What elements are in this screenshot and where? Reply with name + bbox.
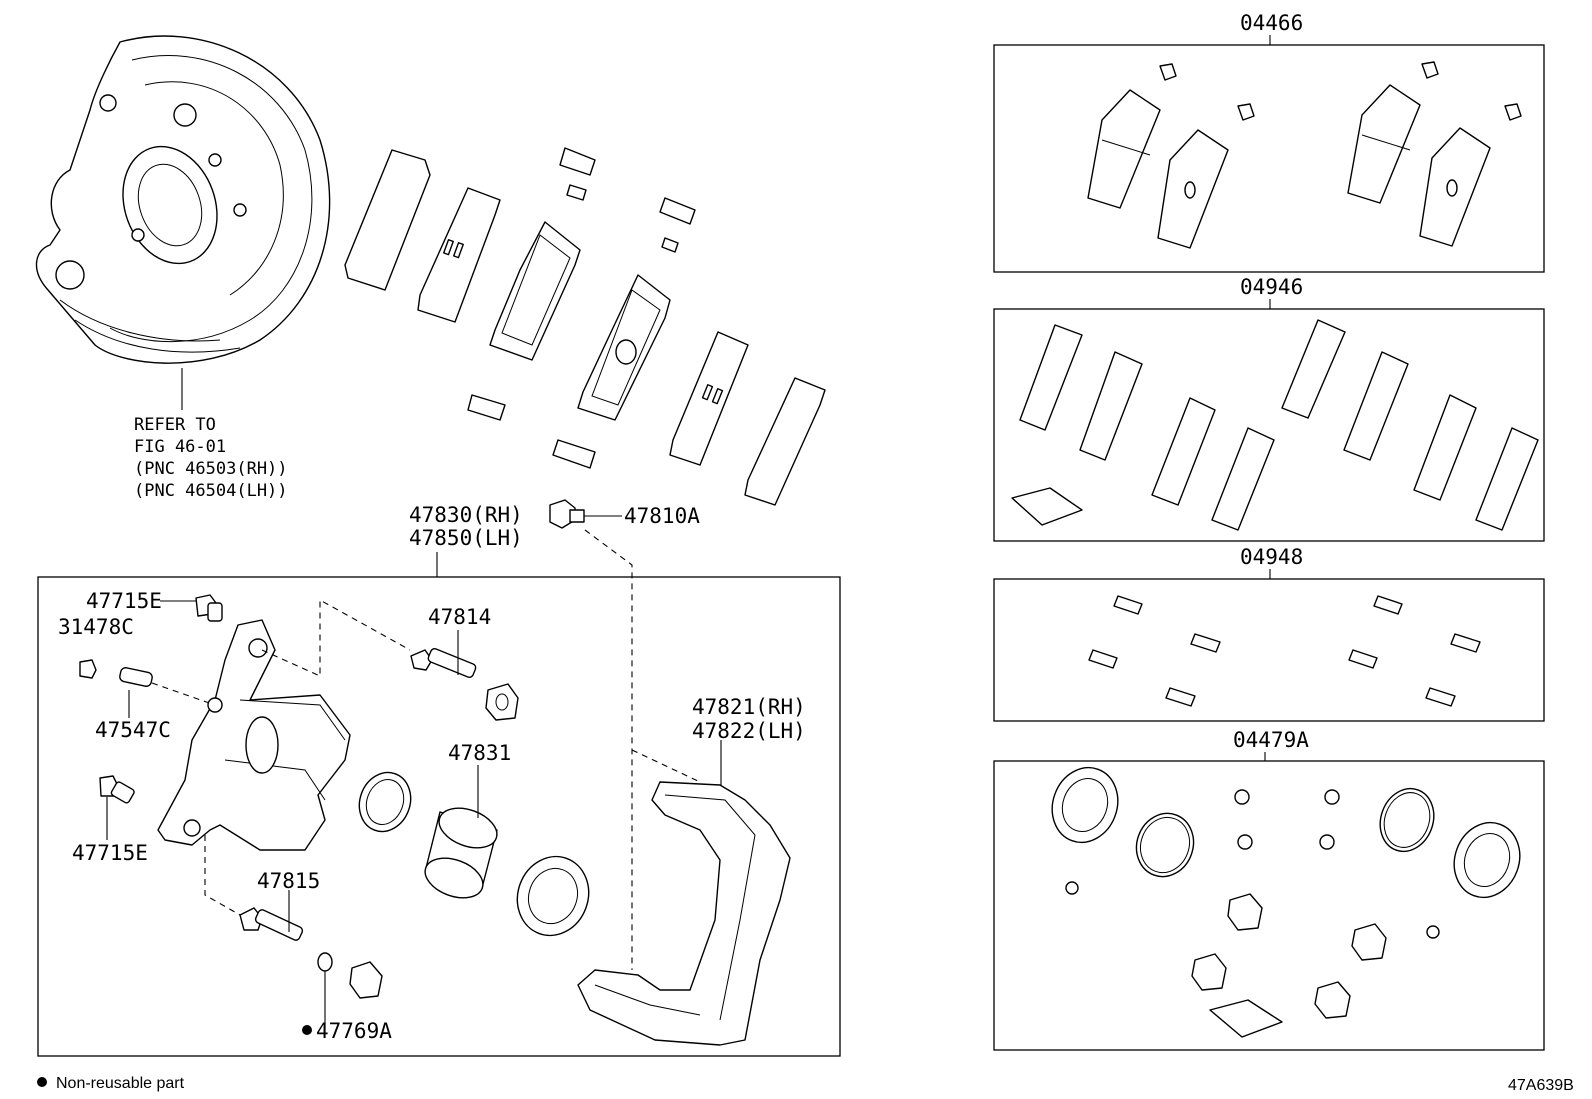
- legend-text: Non-reusable part: [56, 1075, 185, 1092]
- callout-31478C: 31478C: [58, 615, 134, 639]
- caliper-assembly-box: [37, 576, 841, 1057]
- dust-shield-drawing: [35, 35, 331, 410]
- kit-04466-label: 04466: [1240, 11, 1303, 35]
- caliper-assembly-drawing: [79, 594, 791, 1046]
- kit-04946-label: 04946: [1240, 275, 1303, 299]
- legend-filled-circle-icon: [37, 1077, 47, 1087]
- refer-note-line3: (PNC 46503(RH)): [134, 459, 288, 479]
- bleeder-plug-drawing: [549, 499, 633, 970]
- refer-note-line2: FIG 46-01: [134, 437, 226, 457]
- brake-pad-assembly-drawing: [344, 147, 826, 506]
- callout-47821: 47821(RH): [692, 695, 806, 719]
- kit-04466-drawing: [1087, 61, 1522, 249]
- non-reusable-marker-icon: [302, 1025, 312, 1035]
- kit-04479A-drawing: [1051, 766, 1521, 1038]
- callout-47850: 47850(LH): [409, 526, 523, 550]
- callout-47815: 47815: [257, 869, 320, 893]
- callout-47831: 47831: [448, 741, 511, 765]
- kit-04479A-box: [993, 760, 1545, 1051]
- callout-47715E-bottom: 47715E: [72, 841, 148, 865]
- callout-47810A: 47810A: [624, 504, 700, 528]
- callout-47830: 47830(RH): [409, 503, 523, 527]
- refer-note-line1: REFER TO: [134, 415, 216, 435]
- kit-04946-box: [993, 308, 1545, 542]
- callout-47769A: 47769A: [316, 1019, 392, 1043]
- callout-47814: 47814: [428, 605, 491, 629]
- kit-04479A-label: 04479A: [1233, 728, 1309, 752]
- kit-04948-box: [993, 578, 1545, 722]
- callout-47547C: 47547C: [95, 718, 171, 742]
- kit-04948-label: 04948: [1240, 545, 1303, 569]
- callout-47822: 47822(LH): [692, 719, 806, 743]
- kit-04946-drawing: [1011, 319, 1539, 531]
- refer-note-line4: (PNC 46504(LH)): [134, 481, 288, 501]
- kit-04948-drawing: [1088, 595, 1481, 707]
- diagram-id: 47A639B: [1508, 1077, 1574, 1094]
- kit-04466-box: [993, 44, 1545, 273]
- callout-47715E-top: 47715E: [86, 589, 162, 613]
